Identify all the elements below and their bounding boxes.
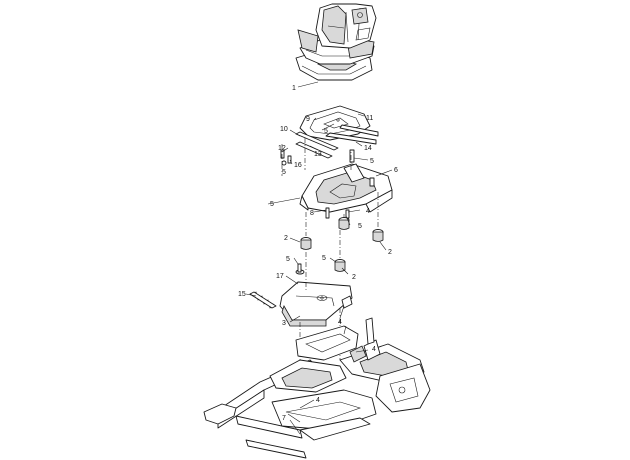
callout-12: 12	[278, 145, 286, 152]
callout-5: 5	[324, 128, 328, 135]
callout-5: 5	[286, 256, 290, 263]
callout-17: 17	[276, 273, 284, 280]
callout-8: 8	[310, 210, 314, 217]
leader-lines	[245, 81, 393, 435]
callout-14: 14	[364, 145, 372, 152]
suspension-frame	[299, 149, 393, 219]
seat-assembly	[295, 3, 377, 81]
callout-4: 4	[316, 397, 320, 404]
callout-1: 1	[292, 85, 296, 92]
callout-4: 4	[372, 346, 376, 353]
callout-2: 2	[284, 235, 288, 242]
callout-9: 9	[306, 116, 310, 123]
callout-11: 11	[366, 115, 373, 122]
callout-5: 5	[322, 255, 326, 262]
callout-4: 4	[338, 319, 342, 326]
callout-2: 2	[352, 274, 356, 281]
seat-mount-plate	[299, 105, 371, 141]
callout-13: 13	[314, 151, 322, 158]
callout-3: 3	[282, 320, 286, 327]
mount-plate	[279, 281, 353, 327]
spring	[249, 291, 277, 309]
callout-labels: 1 9 11 10 5 13 14 12 16 5 5 6 5 8 4 5 2 …	[238, 85, 398, 422]
lever-hardware	[280, 149, 292, 166]
callout-2: 2	[388, 249, 392, 256]
callout-10: 10	[280, 126, 288, 133]
chassis-frame	[203, 317, 431, 459]
callout-7: 7	[282, 415, 286, 422]
callout-5: 5	[282, 169, 286, 176]
callout-5: 5	[358, 223, 362, 230]
callout-16: 16	[294, 162, 302, 169]
callout-15: 15	[238, 291, 246, 298]
rubber-isolators	[295, 217, 384, 275]
callout-4: 4	[366, 208, 370, 215]
callout-5: 5	[370, 158, 374, 165]
callout-5: 5	[270, 201, 274, 208]
callout-6: 6	[394, 167, 398, 174]
